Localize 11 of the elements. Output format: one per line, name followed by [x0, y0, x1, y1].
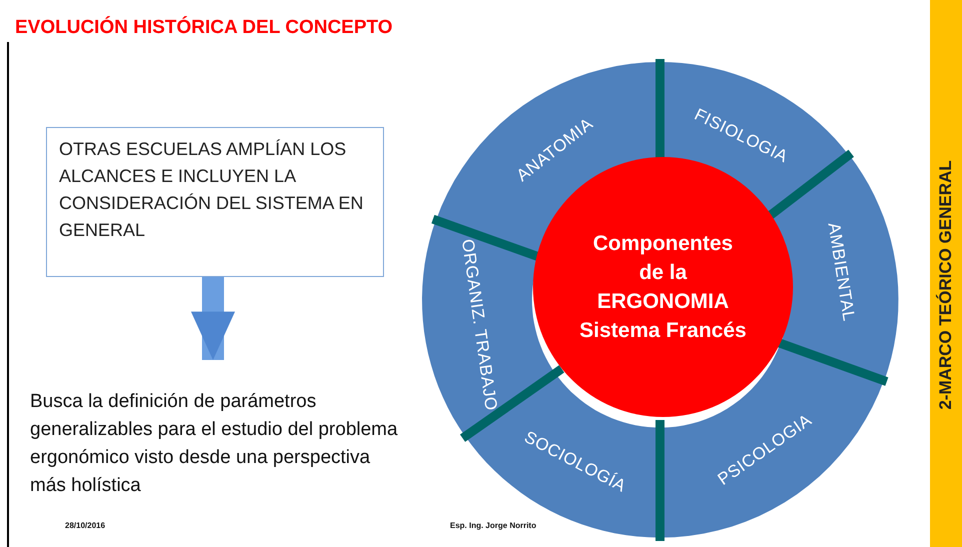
- side-band-label: 2-MARCO TEÓRICO GENERAL: [936, 160, 956, 410]
- footer-text: 28/10/2016: [65, 521, 106, 530]
- side-band: [930, 0, 962, 547]
- slide-title: EVOLUCIÓN HISTÓRICA DEL CONCEPTO: [15, 17, 393, 39]
- segment-label: AMBIENTAL: [823, 221, 858, 323]
- segment-label: ORGANIZ. TRABAJO: [456, 237, 501, 412]
- text-box: OTRAS ESCUELAS AMPLÍAN LOS ALCANCES E INCLUYEN LA CONSIDERACIÓN DEL SISTEMA EN GENERAL: [46, 127, 384, 277]
- down-arrow: [191, 277, 235, 360]
- center-label: Componentes de la ERGONOMIA Sistema Francés: [578, 231, 748, 344]
- footer-text: Esp. Ing. Jorge Norrito: [450, 521, 536, 530]
- description-text: Busca la definición de parámetros generalizables para el estudio del problema ergonómico visto desde una perspectiva más holística: [30, 360, 400, 500]
